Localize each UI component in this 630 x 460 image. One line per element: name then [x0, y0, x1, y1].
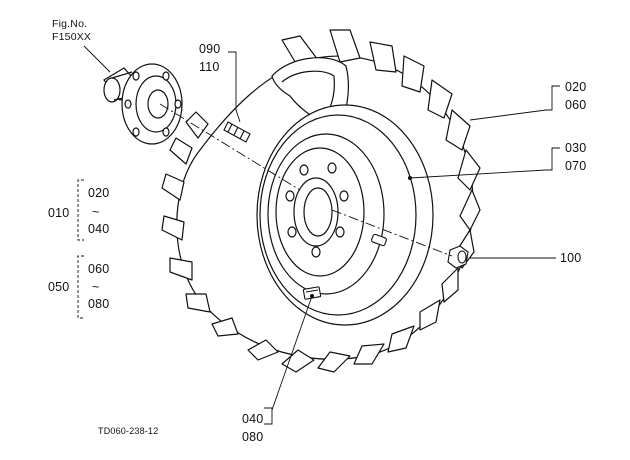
tire-lug — [427, 79, 453, 119]
tire-lug — [185, 111, 209, 139]
hub — [103, 63, 183, 145]
tire-lug — [169, 257, 193, 281]
wheel-stud — [223, 121, 251, 143]
callout-100: 100 — [560, 251, 582, 265]
tire-lug — [161, 173, 185, 201]
callout-110: 110 — [199, 60, 220, 74]
tire-lug — [329, 29, 361, 63]
callout-060: 060 — [565, 98, 587, 112]
callout-070: 070 — [565, 159, 587, 173]
group-010-to: 040 — [88, 222, 110, 236]
bolt-hole — [311, 246, 321, 258]
drawing-code: TD060-238-12 — [98, 426, 159, 436]
tire-lug — [419, 299, 441, 331]
bolt-hole — [285, 190, 295, 202]
group-010-id: 010 — [48, 206, 70, 220]
tire-lug — [169, 137, 193, 165]
tire-lug — [317, 351, 351, 373]
tire-lug — [401, 55, 425, 93]
valve-stem — [371, 233, 387, 247]
tire-lug — [441, 267, 459, 303]
group-050-id: 050 — [48, 280, 70, 294]
bolt-hole — [327, 162, 337, 174]
fig-label: Fig.No. — [52, 18, 88, 30]
tire-lug — [161, 215, 185, 241]
bolt-hole — [335, 226, 345, 238]
fig-number: F150XX — [52, 31, 92, 43]
callout-040: 040 — [242, 412, 264, 426]
callout-080: 080 — [242, 430, 264, 444]
group-050-range-mark: ~ — [92, 280, 100, 294]
bolt-hole — [287, 226, 297, 238]
bolt-hole — [339, 190, 349, 202]
rim-slot — [302, 286, 322, 300]
wheel-nut — [447, 245, 469, 269]
tire-lug — [247, 339, 279, 361]
tire-lug — [457, 149, 481, 191]
group-010-from: 020 — [88, 186, 110, 200]
callout-020: 020 — [565, 80, 587, 94]
tire-lug — [211, 317, 239, 337]
group-050-from: 060 — [88, 262, 110, 276]
group-050-to: 080 — [88, 297, 110, 311]
callout-030: 030 — [565, 141, 587, 155]
tire-lug — [445, 109, 471, 151]
center-bore-inner — [303, 187, 333, 237]
tire-lug — [353, 343, 385, 365]
tire-lug — [281, 349, 315, 373]
leader-lines — [77, 45, 560, 425]
tire-lug — [185, 293, 211, 313]
callout-090: 090 — [199, 42, 221, 56]
tire-lug — [369, 41, 397, 73]
bolt-hole — [299, 164, 309, 176]
tire-lug — [387, 325, 415, 353]
group-010-range-mark: ~ — [92, 205, 100, 219]
